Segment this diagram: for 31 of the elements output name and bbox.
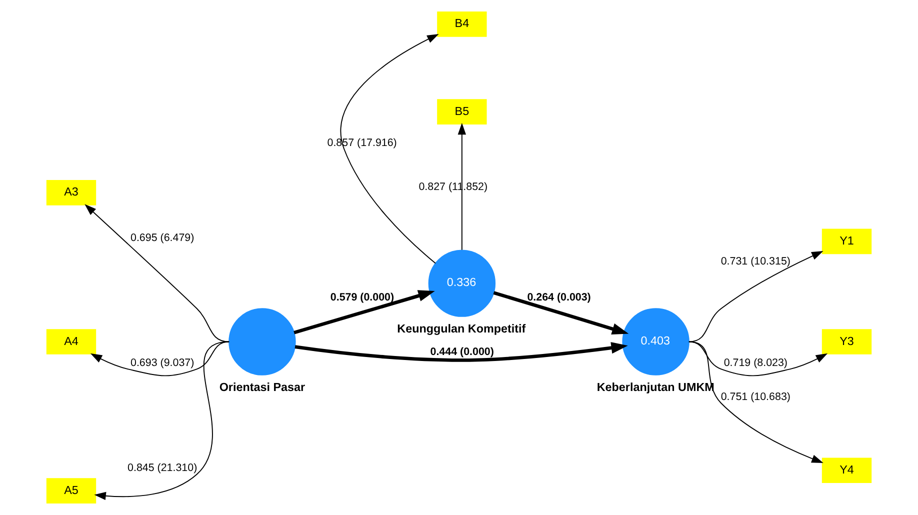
arrow (294, 342, 628, 362)
edge-label: 0.693 (9.037) (130, 356, 194, 369)
arrow (84, 204, 230, 342)
node-label: Orientasi Pasar (219, 381, 306, 394)
edge-label: 0.845 (21.310) (128, 462, 198, 474)
node-label: Keunggulan Kompetitif (397, 322, 526, 336)
node-circle: 0.403 (622, 308, 690, 376)
node-box: A5 (46, 478, 96, 504)
arrow (688, 250, 824, 342)
node-box: Y3 (822, 329, 872, 354)
edge-label: 0.444 (0.000) (430, 346, 494, 358)
arrow (94, 341, 230, 500)
node-box: B4 (437, 12, 487, 37)
arrow (340, 34, 439, 264)
edge-label: 0.751 (10.683) (720, 391, 790, 404)
node-box: B5 (437, 99, 487, 125)
node-circle (228, 308, 296, 376)
arrow (294, 290, 435, 334)
node-box: Y1 (822, 228, 872, 254)
node-box: A4 (46, 329, 96, 354)
arrow (493, 291, 629, 335)
edge-label: 0.579 (0.000) (330, 292, 394, 304)
arrow (458, 122, 466, 250)
edge-label: 0.719 (8.023) (724, 356, 788, 369)
node-circle: 0.336 (428, 250, 496, 317)
edge-label: 0.695 (6.479) (130, 232, 194, 244)
edge-label: 0.264 (0.003) (527, 292, 591, 304)
node-box: Y4 (822, 458, 872, 484)
edge-label: 0.731 (10.315) (720, 256, 790, 268)
arrow (688, 341, 824, 463)
node-box: A3 (46, 180, 96, 206)
